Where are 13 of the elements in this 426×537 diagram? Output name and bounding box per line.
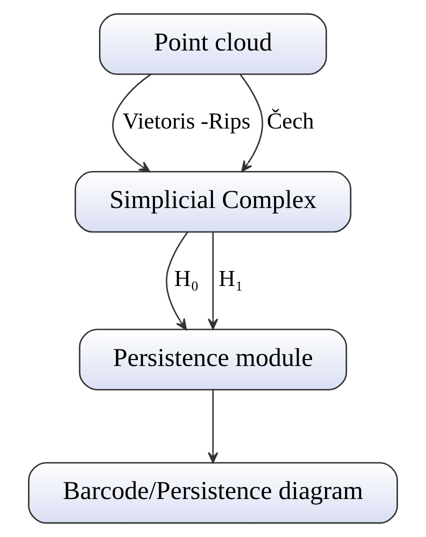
edge-label: H₀ — [174, 266, 199, 292]
arrow — [166, 232, 188, 330]
node-box: Barcode/Persistence diagram — [28, 462, 398, 524]
node-box: Simplicial Complex — [74, 171, 352, 233]
node-box: Point cloud — [99, 13, 327, 75]
edge-label: Čech — [266, 108, 314, 134]
edge-label: Vietoris -Rips — [122, 108, 250, 134]
arrow — [208, 390, 218, 464]
arrow — [240, 74, 264, 172]
edge-label: H₁ — [218, 266, 244, 292]
node-box: Persistence module — [78, 328, 348, 390]
arrow — [208, 232, 218, 330]
arrow — [112, 74, 152, 172]
